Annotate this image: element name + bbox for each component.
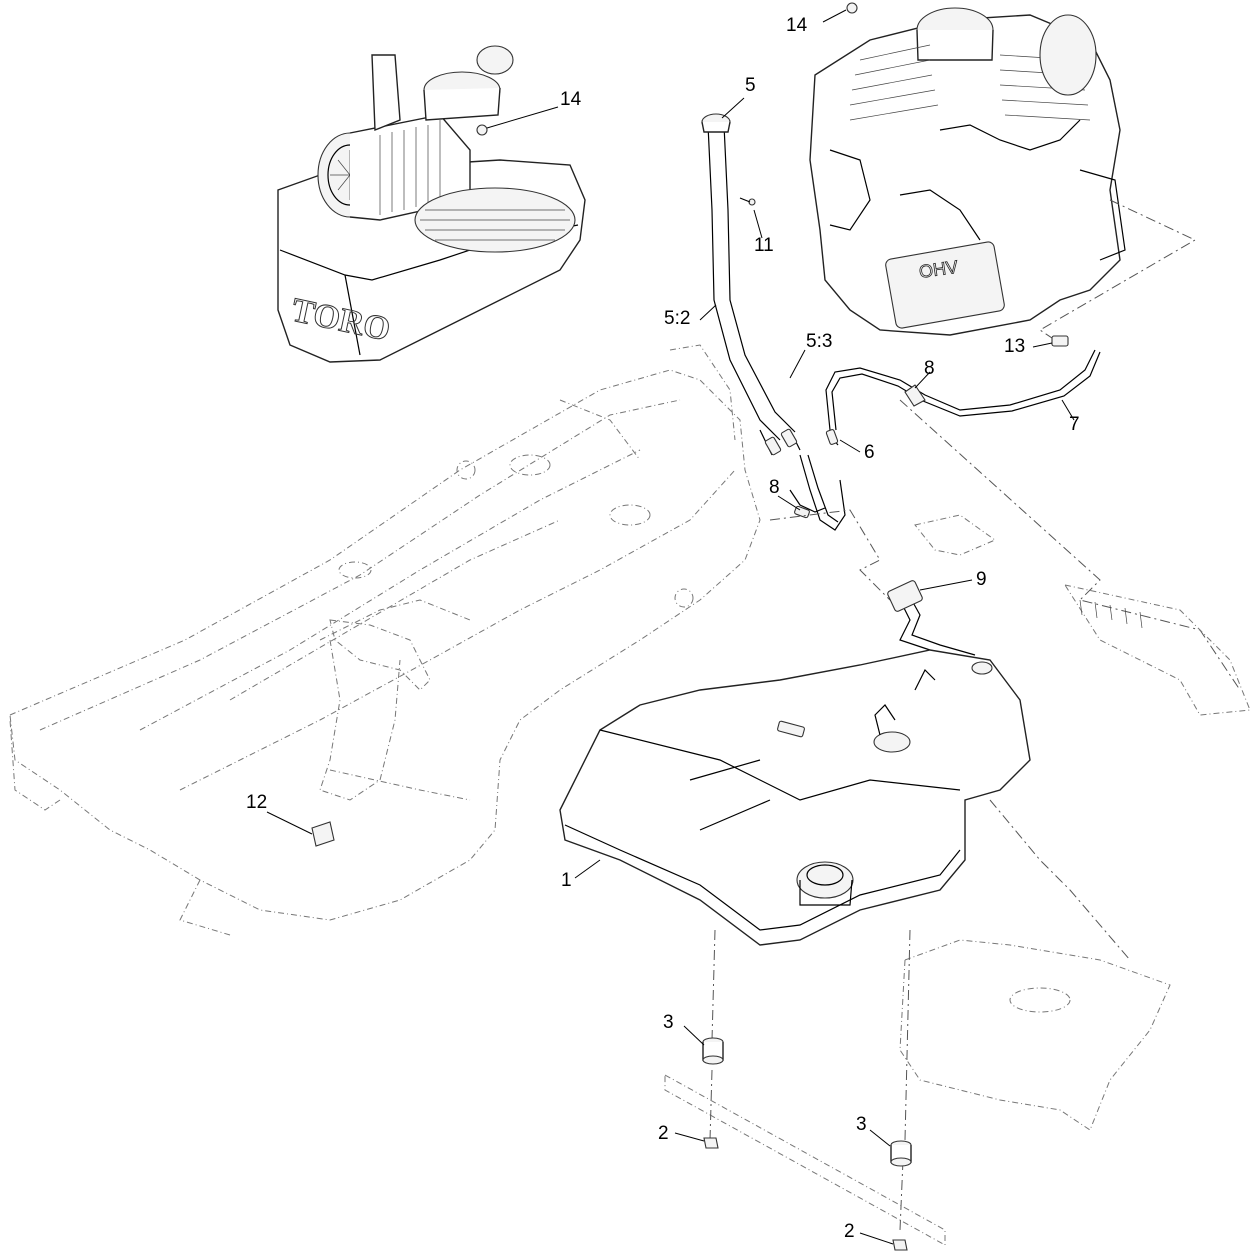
callout-clamp-upper: 8 <box>924 358 935 379</box>
fastener-left <box>476 124 488 136</box>
fuel-tank <box>559 649 1031 946</box>
callout-vent-tube: 5:3 <box>806 331 833 352</box>
callout-isolator-left: 3 <box>663 1012 674 1033</box>
callout-fitting: 13 <box>1004 336 1026 357</box>
callout-filler-neck: 5 <box>745 75 756 96</box>
callout-nut-right: 2 <box>844 1221 855 1242</box>
engine-outline-projection <box>899 199 1241 691</box>
callout-fuel-tank: 1 <box>561 870 572 891</box>
vent-hose <box>825 335 1101 446</box>
callout-clamp-lower: 8 <box>769 477 780 498</box>
engine-assembly: OHV <box>809 7 1126 336</box>
chassis-frame <box>9 344 761 936</box>
callout-vent-hose: 7 <box>1069 414 1080 435</box>
callout-engine-fastener: 14 <box>786 15 808 36</box>
filler-neck-assembly <box>701 113 801 456</box>
callout-filler-hose: 5:2 <box>664 308 691 329</box>
callout-check-valve: 6 <box>864 442 875 463</box>
leader-lines <box>266 9 1075 1245</box>
callout-isolator-right: 3 <box>856 1114 867 1135</box>
callout-connector: 9 <box>976 569 987 590</box>
fuel-lines <box>769 454 976 661</box>
engine-air-cleaner-view: TORO <box>277 45 586 363</box>
callout-nut-left: 2 <box>658 1123 669 1144</box>
callout-screw: 11 <box>754 235 774 256</box>
fastener-top <box>846 2 858 14</box>
decal-part <box>311 821 335 847</box>
mounting-centerlines <box>709 799 1131 1231</box>
callout-decal: 12 <box>246 792 268 813</box>
isolators-and-nuts <box>702 1037 912 1251</box>
tank-brackets <box>664 514 1251 1246</box>
callout-air-cleaner-fastener: 14 <box>560 89 582 110</box>
